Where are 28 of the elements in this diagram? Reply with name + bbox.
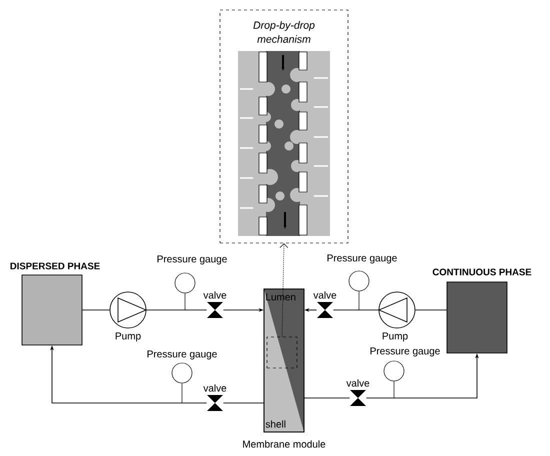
node-label: CONTINUOUS PHASE [432, 268, 532, 276]
node-label: valve [313, 291, 336, 299]
node-label: valve [346, 379, 370, 387]
node-label: valve [203, 384, 226, 392]
node-label: Pressure gauge [158, 256, 227, 264]
pressure-gauge: Pressure gauge [328, 254, 397, 292]
pressure-gauge: Pressure gauge [148, 350, 217, 384]
valve: valve [313, 291, 336, 318]
node-label: valve [203, 291, 226, 299]
inset-box: Drop-by-drop mechanism [220, 10, 348, 244]
node-label: Pump [382, 332, 408, 342]
valve: valve [346, 379, 370, 406]
gauge-stem [184, 293, 186, 310]
node-label: Pressure gauge [328, 254, 397, 264]
caption: Membrane module [243, 440, 326, 448]
valve: valve [203, 291, 226, 318]
valve: valve [203, 384, 226, 411]
membrane-module: Lumen shell [264, 288, 304, 432]
tank: DISPERSED PHASE [10, 262, 100, 346]
node-label: DISPERSED PHASE [10, 262, 100, 270]
node-label: Pressure gauge [148, 350, 217, 360]
pipe [223, 402, 264, 404]
gauge-stem [358, 291, 360, 310]
node-label: Pressure gauge [370, 348, 440, 356]
node-label: Pump [116, 332, 141, 342]
zoom-box [266, 336, 298, 368]
zoom-arrow [280, 243, 288, 337]
pressure-gauge: Pressure gauge [370, 348, 440, 382]
